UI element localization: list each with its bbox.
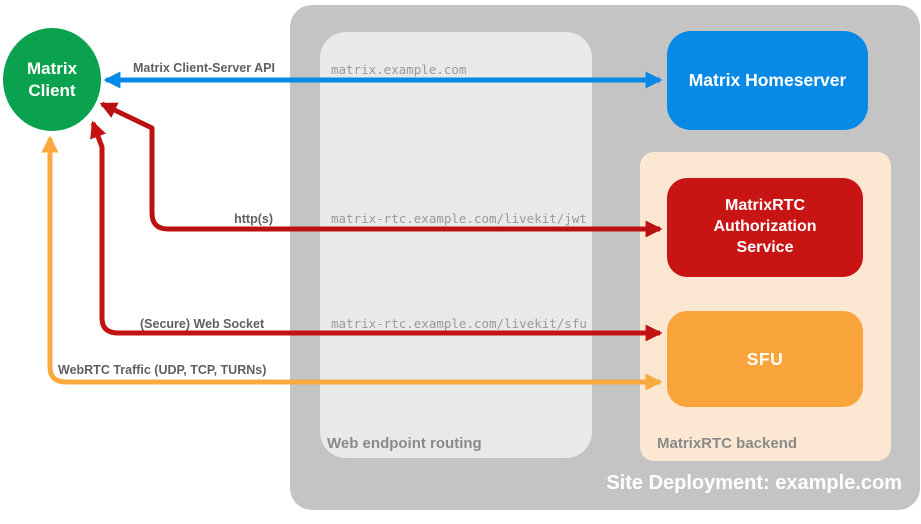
endpoint-livekit-sfu: matrix-rtc.example.com/livekit/sfu [331,316,587,331]
sfu-node: SFU [667,311,863,407]
matrix-client-label: Matrix Client [26,59,78,100]
matrixrtc-authorization-service-node: MatrixRTC Authorization Service [667,178,863,277]
matrixrtc-backend-caption: MatrixRTC backend [657,435,798,452]
sfu-label: SFU [746,348,784,369]
matrix-client-node: Matrix Client [3,28,101,131]
endpoint-matrix-example-com: matrix.example.com [331,62,467,77]
matrix-homeserver-node: Matrix Homeserver [667,31,868,130]
websocket-label: (Secure) Web Socket [140,317,265,331]
endpoint-livekit-jwt: matrix-rtc.example.com/livekit/jwt [331,211,587,226]
webrtc-traffic-label: WebRTC Traffic (UDP, TCP, TURNs) [58,363,267,377]
https-label: http(s) [234,212,273,226]
web-endpoint-routing-panel [320,32,592,458]
web-endpoint-routing-caption: Web endpoint routing [327,435,482,452]
matrixrtc-authorization-service-label: MatrixRTC Authorization Service [713,197,817,256]
client-server-api-label: Matrix Client-Server API [133,61,275,75]
site-deployment-caption: Site Deployment: example.com [606,472,902,494]
matrix-homeserver-label: Matrix Homeserver [688,70,847,90]
